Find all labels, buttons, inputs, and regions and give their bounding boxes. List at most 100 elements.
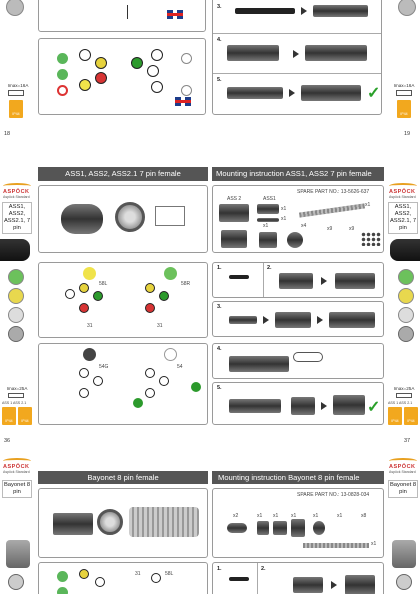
pin-circle bbox=[159, 291, 169, 301]
part-illustration bbox=[259, 232, 277, 248]
dark-bubble-icon bbox=[83, 348, 96, 361]
brand-sub: Aspöck Standard bbox=[3, 195, 30, 199]
brand-sub: Aspöck Standard bbox=[3, 470, 30, 474]
fuse-icon bbox=[396, 90, 412, 96]
connector-photo bbox=[390, 239, 420, 261]
pin-circle bbox=[93, 291, 103, 301]
connector-illustration bbox=[61, 204, 103, 234]
brand-sub: Aspöck Standard bbox=[389, 195, 416, 199]
arrow-icon bbox=[289, 89, 295, 97]
connector-illustration bbox=[227, 45, 279, 61]
imax-label: Imax=25A bbox=[6, 386, 28, 391]
part-illustration bbox=[227, 523, 247, 533]
pin-circle bbox=[79, 569, 89, 579]
section-title: Bayonet 8 pin female bbox=[87, 473, 159, 482]
page-number: 37 bbox=[404, 438, 411, 444]
pin-label: 31 bbox=[87, 323, 93, 329]
connector-face-icon bbox=[8, 574, 24, 590]
divider bbox=[263, 263, 264, 297]
imax-label: Imax=16A bbox=[7, 83, 29, 88]
divider bbox=[257, 563, 258, 594]
connector-face-icon bbox=[398, 269, 414, 285]
connector-face-icon bbox=[115, 202, 145, 232]
bulb-icon bbox=[181, 85, 192, 96]
pin-label: 54G bbox=[99, 364, 109, 370]
brand-logo: ASPÖCK bbox=[389, 189, 416, 195]
wiring-diagram-top-b bbox=[38, 38, 206, 115]
part-illustration bbox=[273, 521, 287, 535]
pin-circle bbox=[151, 573, 161, 583]
brand-logo-arc bbox=[3, 183, 31, 189]
qty-label: x1 bbox=[263, 223, 269, 229]
pin-circle bbox=[79, 283, 89, 293]
step-number: 4. bbox=[217, 37, 222, 43]
right-sidebar-ass: ASPÖCK Aspöck Standard ASS1, ASS2, ASS2.… bbox=[386, 183, 420, 458]
spare-part-number: SPARE PART NO.: 13-5626-637 bbox=[297, 189, 370, 195]
connector-illustration bbox=[301, 85, 361, 101]
connector-illustration bbox=[329, 312, 375, 328]
pin-label: 31 bbox=[135, 571, 141, 577]
ip-badge: IP44 bbox=[397, 100, 411, 118]
brand-logo: ASPÖCK bbox=[389, 464, 416, 470]
part-label: ASS 2 bbox=[227, 196, 242, 202]
part-illustration bbox=[257, 204, 279, 214]
connector-face-icon bbox=[8, 307, 24, 323]
connector-illustration bbox=[279, 273, 313, 289]
connector-illustration bbox=[229, 399, 281, 413]
connector-photo bbox=[6, 540, 30, 568]
brand-logo-arc bbox=[389, 458, 417, 464]
pin-circle bbox=[79, 49, 91, 61]
green-bubble-icon bbox=[57, 53, 68, 64]
pin-set bbox=[361, 232, 381, 246]
connector-face-icon bbox=[396, 574, 412, 590]
imax-label: Imax=25A bbox=[393, 386, 415, 391]
red-bubble-icon bbox=[57, 85, 68, 96]
qty-label: x1 bbox=[365, 202, 371, 208]
pin-circle bbox=[95, 72, 107, 84]
connector-illustration bbox=[345, 575, 375, 594]
mounting-step-ass-5: 5. ✓ bbox=[212, 382, 384, 425]
connector-face-icon bbox=[8, 269, 24, 285]
connector-face-icon bbox=[97, 509, 123, 535]
pin-circle bbox=[95, 577, 105, 587]
step-number: 1. bbox=[217, 566, 222, 572]
step-number: 5. bbox=[217, 77, 222, 83]
bulb-icon bbox=[181, 53, 192, 64]
connector-illustration bbox=[229, 356, 289, 372]
qty-label: x1 bbox=[337, 513, 343, 519]
cable-sleeve bbox=[303, 543, 369, 548]
side-title: Bayonet 8 pin bbox=[2, 480, 32, 498]
arrow-icon bbox=[321, 402, 327, 410]
connector-face-icon bbox=[8, 288, 24, 304]
step-number: 3. bbox=[217, 304, 222, 310]
pin-circle bbox=[151, 81, 163, 93]
cable-illustration bbox=[229, 275, 249, 279]
connector-overview-bayonet bbox=[38, 488, 208, 558]
section-header-left: ASS1, ASS2, ASS2.1 7 pin female bbox=[38, 167, 208, 181]
pin-circle bbox=[145, 368, 155, 378]
section-title: Mounting instruction ASS1, ASS2 7 pin fe… bbox=[216, 169, 372, 178]
wiring-diagram-top-a bbox=[38, 0, 206, 32]
step-number: 1. bbox=[217, 265, 222, 271]
qty-label: x1 bbox=[281, 206, 287, 212]
mounting-step-ass-4: 4. bbox=[212, 343, 384, 379]
qty-label: x1 bbox=[313, 513, 319, 519]
connector-illustration bbox=[293, 577, 323, 593]
wiring-diagram-ass-a: 58L 58R 31 31 bbox=[38, 262, 208, 338]
green-bubble-icon bbox=[57, 571, 68, 582]
pin-circle bbox=[79, 388, 89, 398]
cable-sleeve bbox=[298, 203, 366, 218]
qty-label: x9 bbox=[349, 226, 355, 232]
section-header-left: Bayonet 8 pin female bbox=[38, 471, 208, 484]
checkmark-icon: ✓ bbox=[367, 399, 381, 416]
arrow-icon bbox=[301, 7, 307, 15]
qty-label: x1 bbox=[291, 513, 297, 519]
brand-logo: ASPÖCK bbox=[3, 464, 30, 470]
brand-logo-arc bbox=[389, 183, 417, 189]
page-number: 36 bbox=[4, 438, 11, 444]
mounting-step-ass-1-2: 1. 2. bbox=[212, 262, 384, 298]
pin-label: 58R bbox=[181, 281, 191, 287]
step-number: 2. bbox=[267, 265, 272, 271]
parts-list-bayonet: SPARE PART NO.: 13-0828-034 x2 x1 x1 x1 … bbox=[212, 488, 384, 558]
green-bubble-icon bbox=[191, 382, 201, 392]
